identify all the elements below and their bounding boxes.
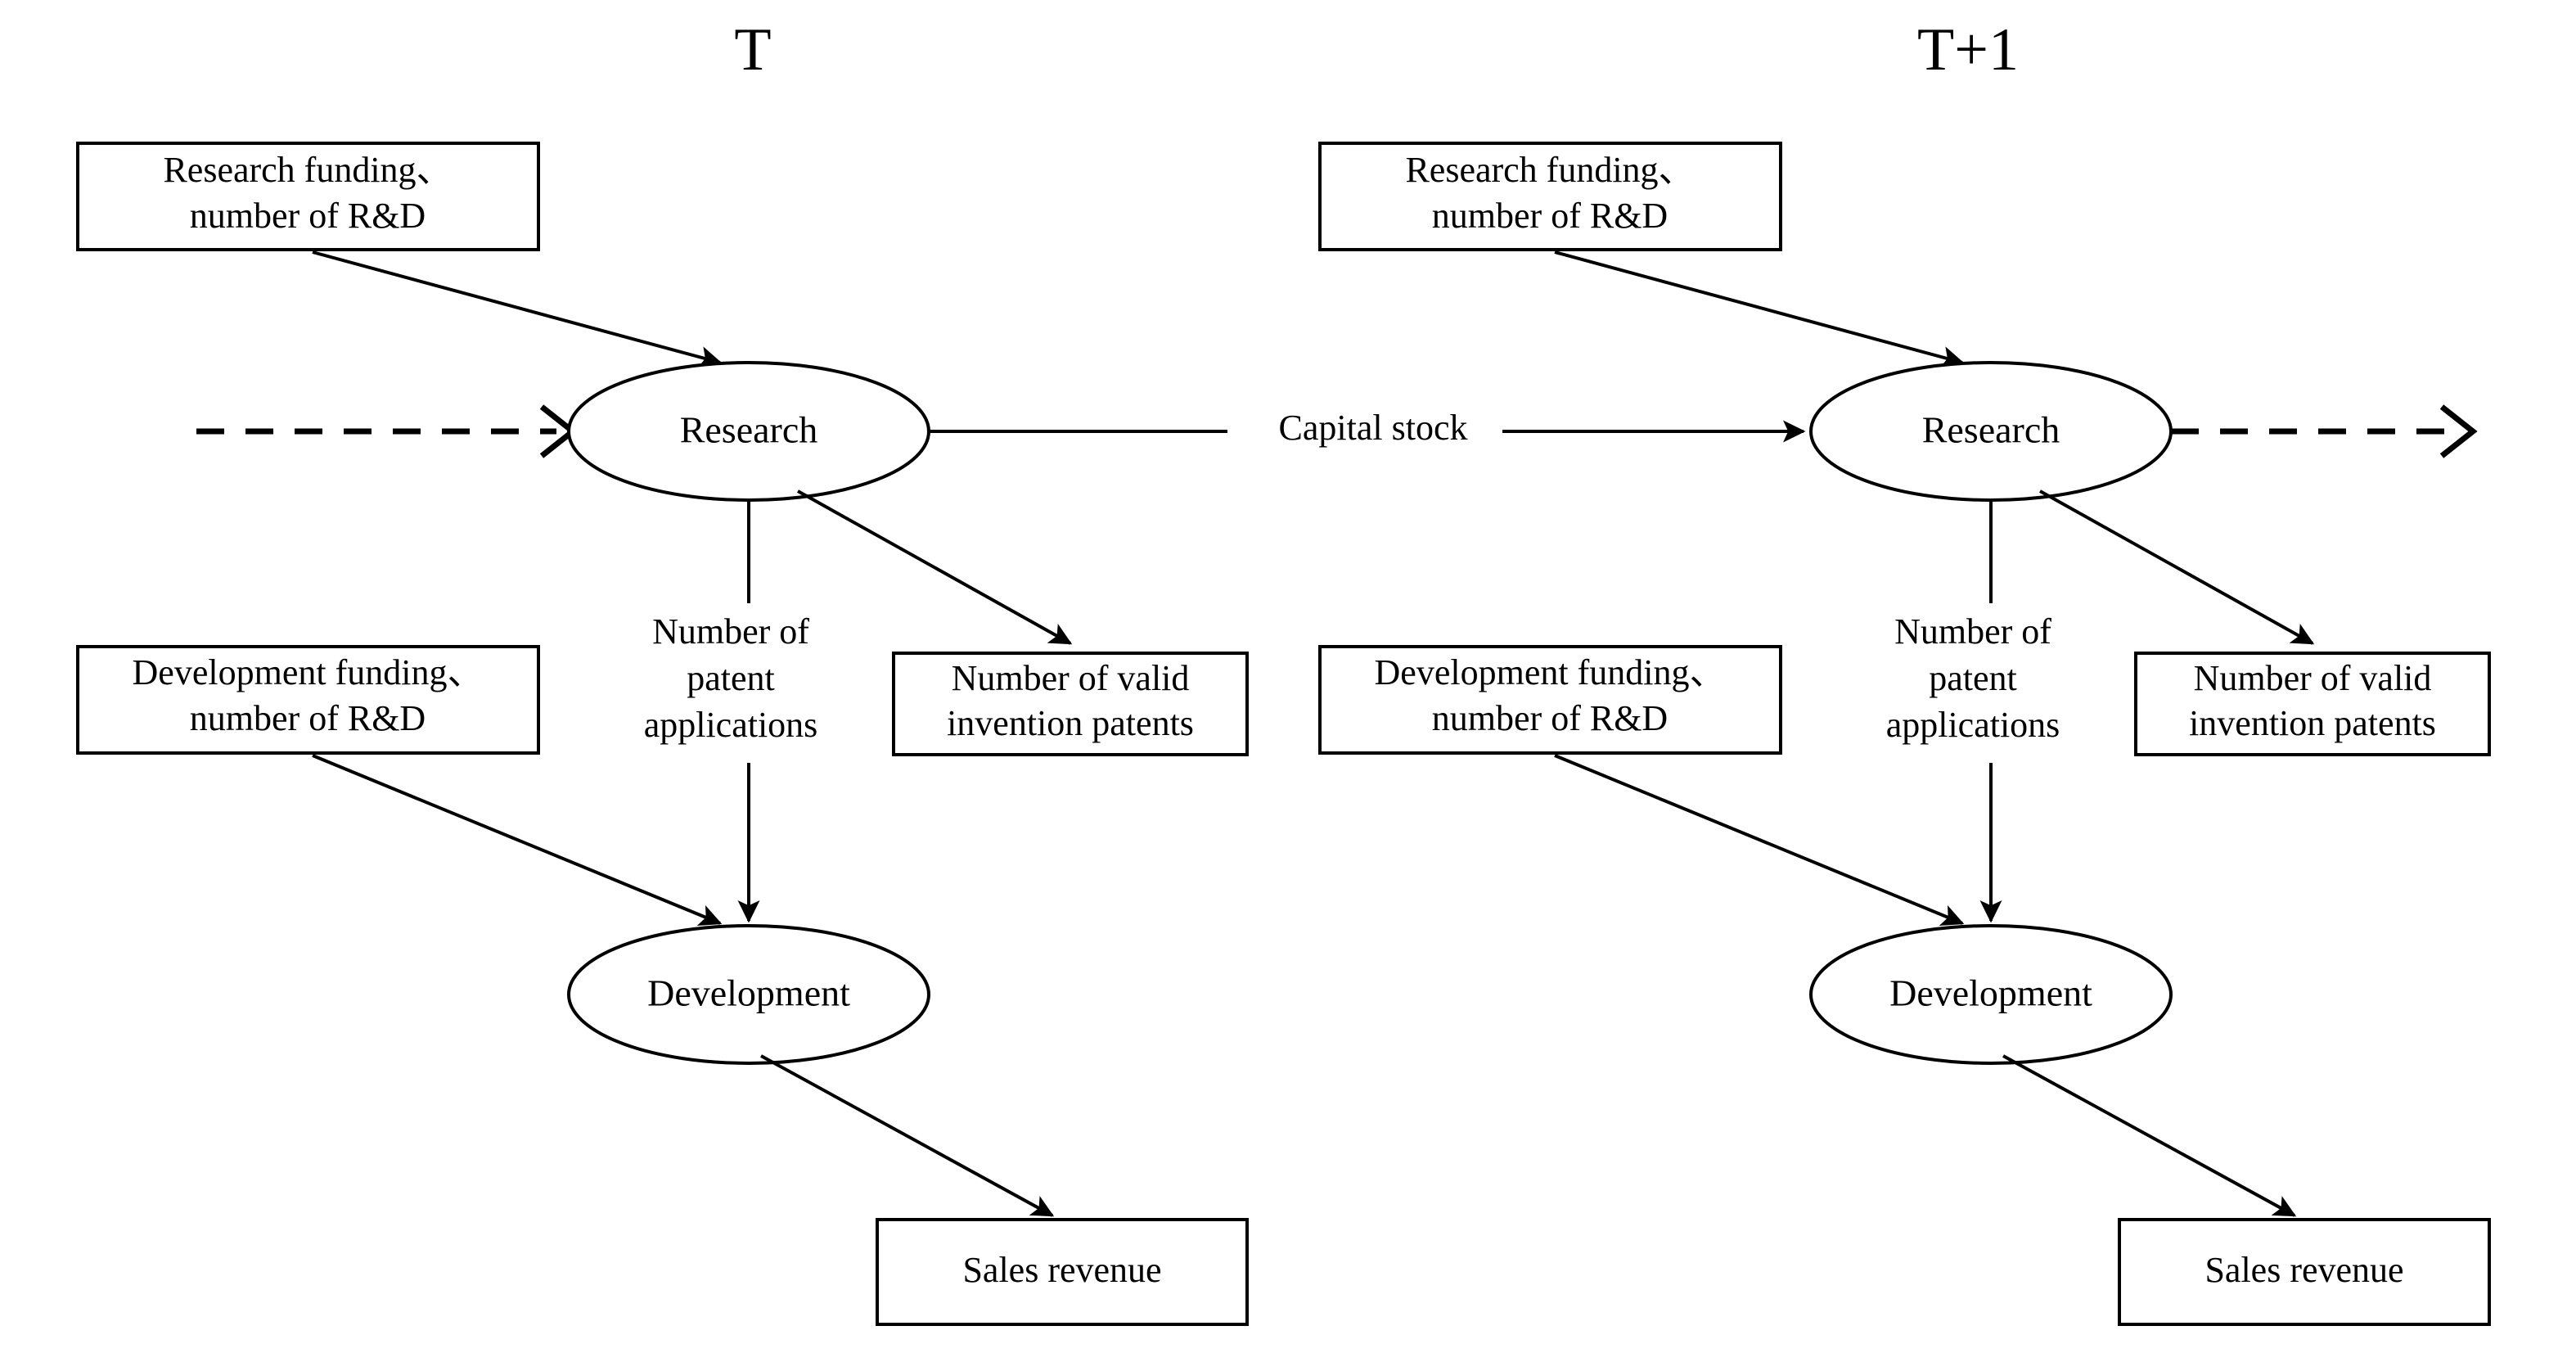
patent-applications-line2: patent xyxy=(687,658,775,698)
edge-development-funding-to-development-t1 xyxy=(1554,754,1965,926)
sales-revenue-box-t1: Sales revenue xyxy=(2118,1218,2491,1326)
edge-development-funding-to-development-t xyxy=(312,754,723,926)
edge-research-funding-to-research-t xyxy=(312,250,723,368)
panel-stage-t-plus-1: T+1 Research funding、 number of R&D Rese… xyxy=(1318,16,2491,1326)
research-input-box-line1: Research funding、 xyxy=(1405,150,1694,190)
research-node-t1: Research xyxy=(1809,361,2173,502)
development-node-t: Development xyxy=(567,924,930,1065)
research-node-t: Research xyxy=(567,361,930,502)
patent-applications-line3: applications xyxy=(1886,705,2060,745)
edge-research-funding-to-research-t1 xyxy=(1554,250,1965,368)
research-input-box-t: Research funding、 number of R&D xyxy=(76,142,540,251)
research-input-box-line1: Research funding、 xyxy=(163,150,452,190)
edge-research-to-valid-patents-t xyxy=(797,489,1073,645)
research-input-box-line2: number of R&D xyxy=(1432,196,1668,236)
valid-patents-box-t1: Number of valid invention patents xyxy=(2134,652,2491,756)
patent-applications-label-t: Number of patent applications xyxy=(644,611,818,745)
panel-title-t: T xyxy=(734,16,771,83)
development-input-box-line2: number of R&D xyxy=(1432,698,1668,738)
capital-stock-carryover: Capital stock xyxy=(1279,408,1806,448)
development-input-box-t1: Development funding、 number of R&D xyxy=(1318,645,1782,755)
development-node-t1: Development xyxy=(1809,924,2173,1065)
valid-patents-box-line2: invention patents xyxy=(947,703,1194,743)
sales-revenue-box-line1: Sales revenue xyxy=(2204,1250,2403,1290)
research-node-label-t: Research xyxy=(680,409,818,451)
capital-stock-label: Capital stock xyxy=(1279,408,1468,448)
patent-applications-line2: patent xyxy=(1929,658,2017,698)
panel-stage-t: T Research funding、 number of R&D Resear… xyxy=(76,16,1249,1326)
valid-patents-box-line2: invention patents xyxy=(2189,703,2436,743)
research-input-box-line2: number of R&D xyxy=(190,196,426,236)
development-node-label-t1: Development xyxy=(1889,972,2092,1014)
valid-patents-box-line1: Number of valid xyxy=(952,658,1190,698)
sales-revenue-box-t: Sales revenue xyxy=(876,1218,1249,1326)
open-arrowhead-carryover-out-t1 xyxy=(2439,404,2478,458)
development-input-box-line1: Development funding、 xyxy=(1375,652,1726,692)
edge-development-to-sales-revenue-t xyxy=(760,1054,1055,1217)
development-node-label-t: Development xyxy=(647,972,850,1014)
valid-patents-box-t: Number of valid invention patents xyxy=(892,652,1249,756)
panel-title-t-plus-1: T+1 xyxy=(1917,16,2019,83)
patent-applications-line3: applications xyxy=(644,705,818,745)
patent-applications-label-t1: Number of patent applications xyxy=(1886,611,2060,745)
research-node-label-t1: Research xyxy=(1922,409,2060,451)
patent-applications-line1: Number of xyxy=(1894,611,2051,652)
patent-applications-line1: Number of xyxy=(652,611,809,652)
development-input-box-line1: Development funding、 xyxy=(133,652,484,692)
edge-development-to-sales-revenue-t1 xyxy=(2002,1054,2297,1217)
research-input-box-t1: Research funding、 number of R&D xyxy=(1318,142,1782,251)
valid-patents-box-line1: Number of valid xyxy=(2194,658,2432,698)
edge-research-to-valid-patents-t1 xyxy=(2039,489,2315,645)
sales-revenue-box-line1: Sales revenue xyxy=(962,1250,1161,1290)
development-input-box-line2: number of R&D xyxy=(190,698,426,738)
development-input-box-t: Development funding、 number of R&D xyxy=(76,645,540,755)
